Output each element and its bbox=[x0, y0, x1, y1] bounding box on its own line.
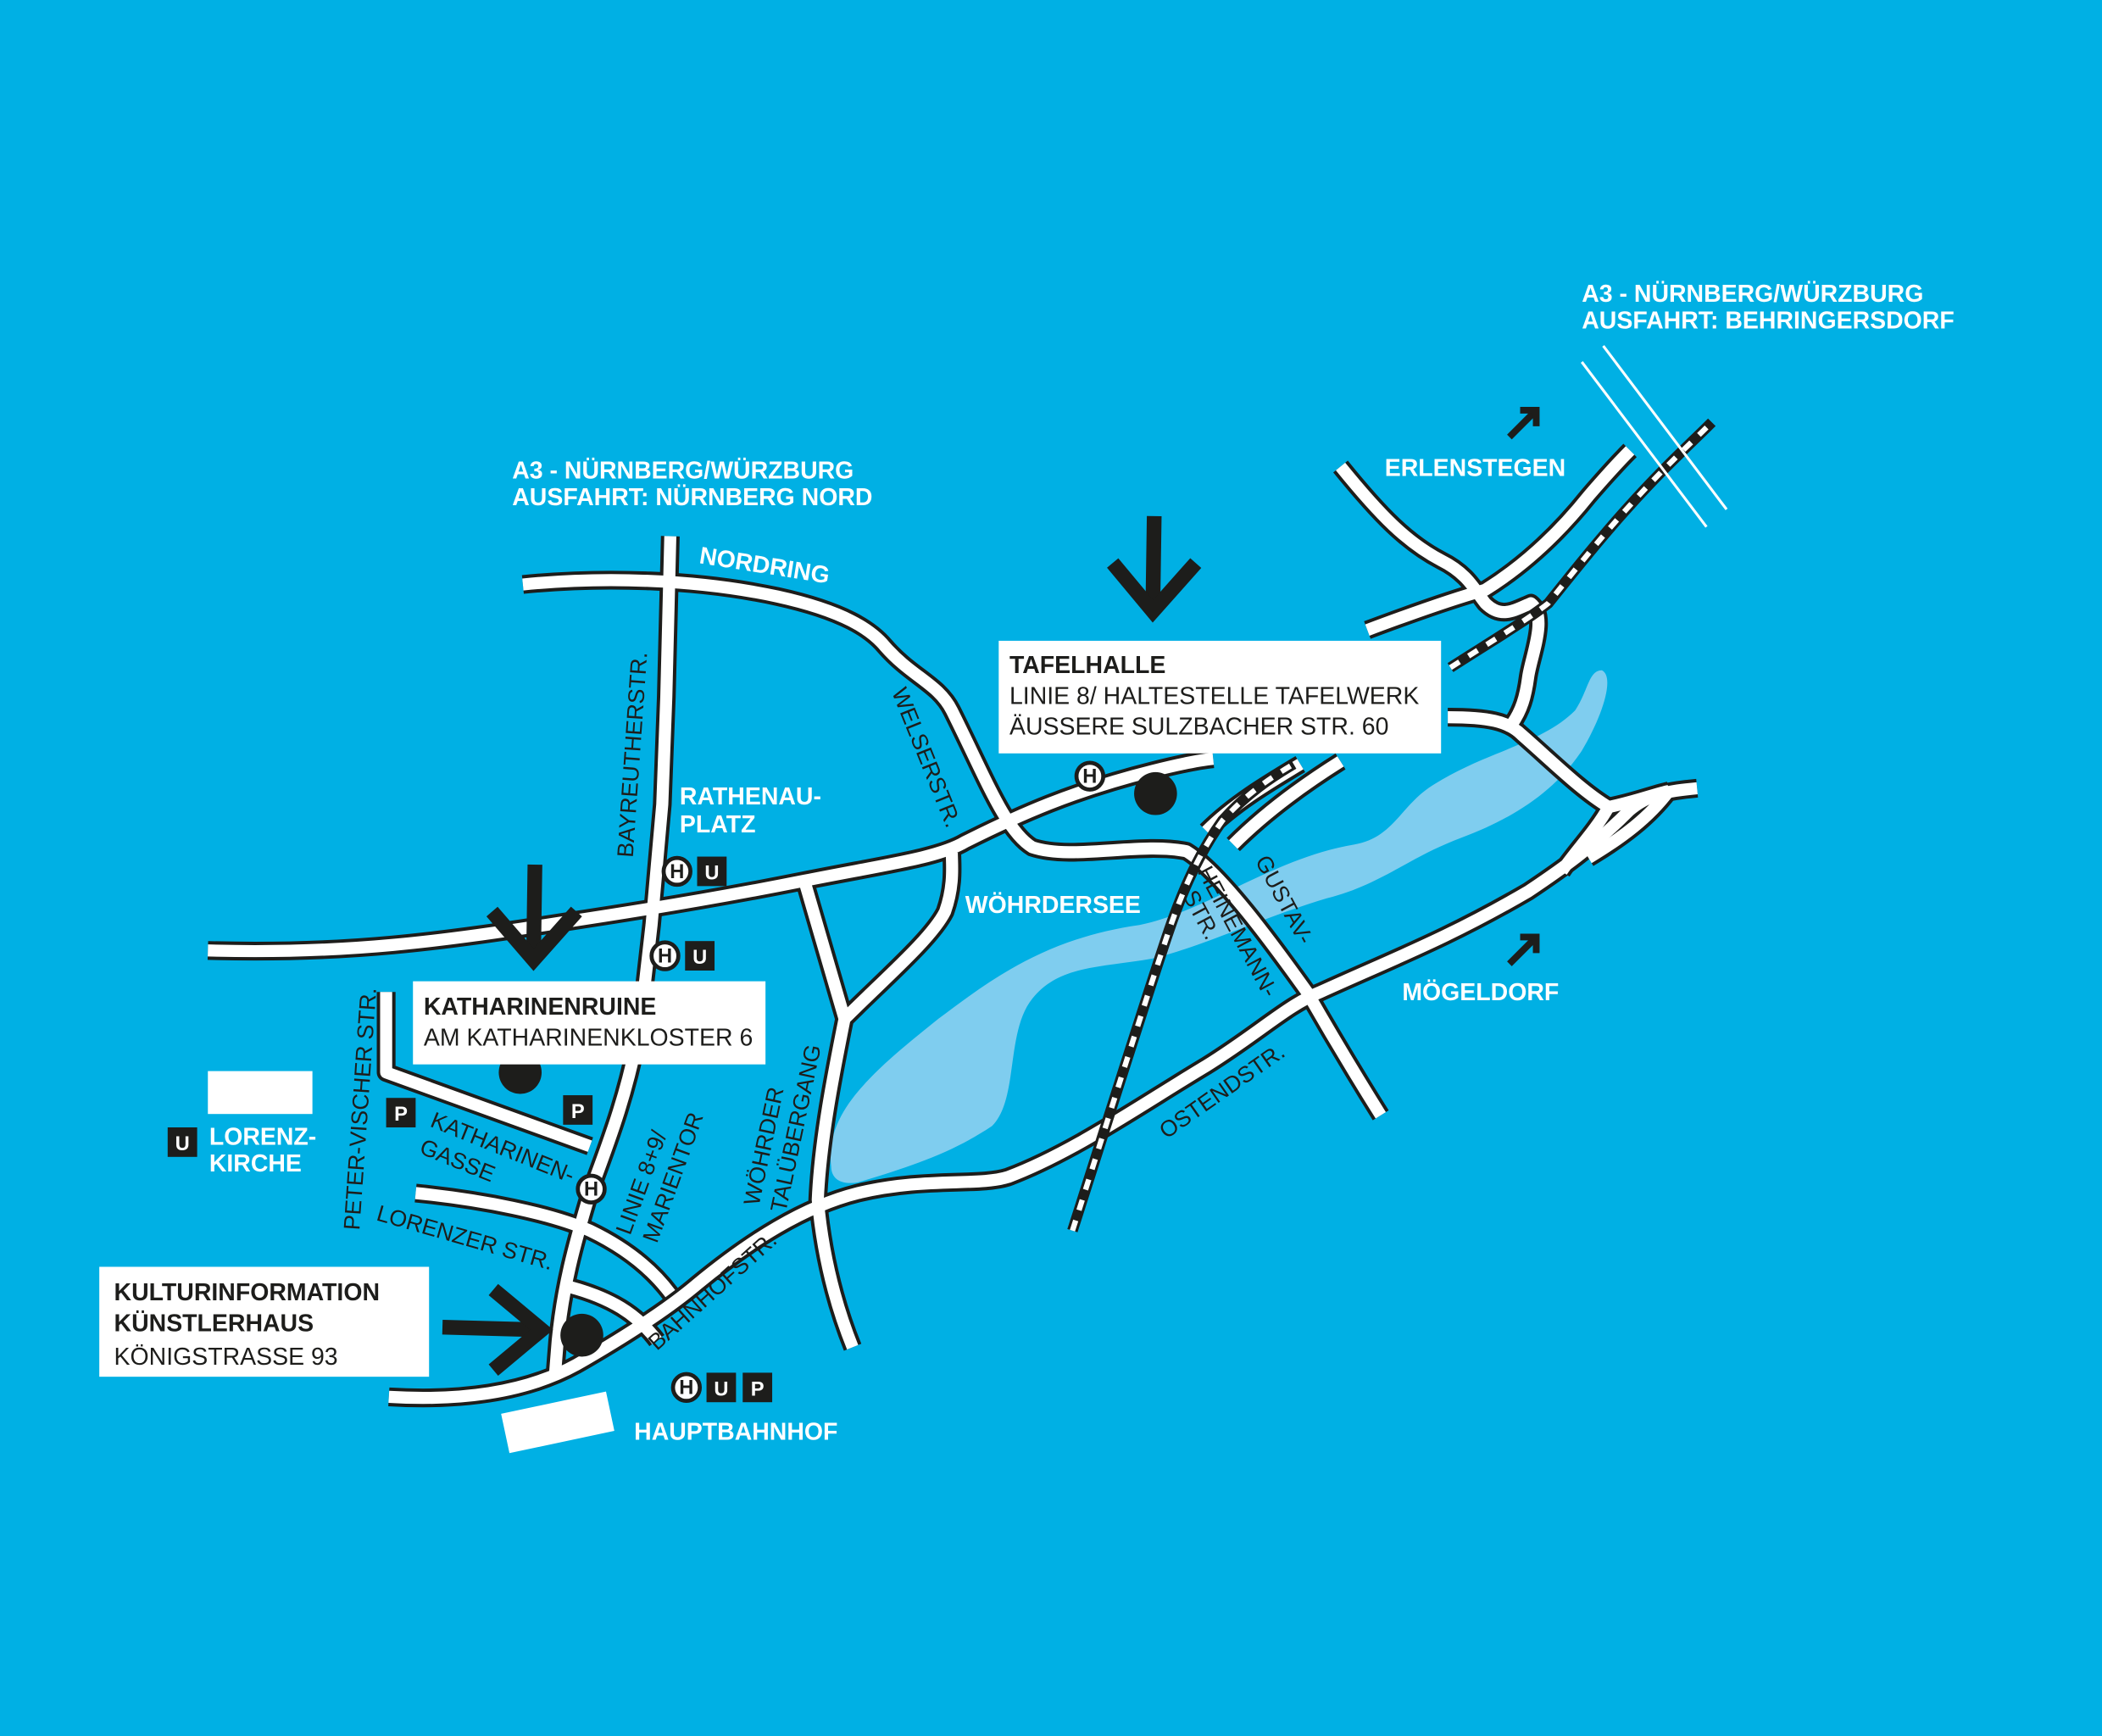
venue-name: TAFELHALLE bbox=[1009, 652, 1165, 679]
highway-east-label: A3 - NÜRNBERG/WÜRZBURG bbox=[1582, 281, 1923, 308]
subway-badge[interactable]: U bbox=[706, 1372, 737, 1403]
tafelhalle-location-dot[interactable] bbox=[1134, 771, 1177, 815]
woehrdersee-lake bbox=[830, 670, 1608, 1183]
venue-address: AM KATHARINENKLOSTER 6 bbox=[424, 1025, 753, 1052]
subway-badge[interactable]: U bbox=[697, 856, 727, 887]
district-erlenstegen: ERLENSTEGEN bbox=[1385, 454, 1565, 481]
tram-stop-badge[interactable]: H bbox=[670, 1372, 703, 1404]
arrow-northeast-icon bbox=[1507, 406, 1540, 440]
rathenauplatz-label-2: PLATZ bbox=[680, 811, 756, 838]
subway-icon: U bbox=[704, 862, 719, 884]
tram-stop-badge[interactable]: H bbox=[661, 855, 692, 887]
road bbox=[840, 852, 959, 1023]
tram-stop-icon: H bbox=[679, 1377, 693, 1399]
katharinenruine-info-box[interactable]: KATHARINENRUINE AM KATHARINENKLOSTER 6 bbox=[413, 981, 766, 1065]
lorenzkirche-label-2: KIRCHE bbox=[209, 1150, 302, 1177]
subway-badge[interactable]: U bbox=[685, 941, 715, 971]
road bbox=[1336, 462, 1545, 728]
highway-east-exit: AUSFAHRT: BEHRINGERSDORF bbox=[1582, 307, 1954, 334]
tram-stop-icon: H bbox=[658, 945, 672, 967]
highway-lines bbox=[1580, 345, 1728, 528]
venue-address: KÖNIGSTRASSE 93 bbox=[114, 1344, 338, 1371]
road bbox=[1585, 787, 1674, 864]
road bbox=[380, 992, 592, 1152]
hauptbahnhof-label: HAUPTBAHNHOF bbox=[634, 1418, 837, 1445]
venue-transit: LINIE 8/ HALTESTELLE TAFELWERK bbox=[1009, 682, 1419, 709]
subway-badge[interactable]: U bbox=[167, 1127, 197, 1157]
tram-stop-badge[interactable]: H bbox=[576, 1173, 607, 1205]
road bbox=[568, 1281, 662, 1344]
highway-north-exit: AUSFAHRT: NÜRNBERG NORD bbox=[512, 484, 872, 511]
road bbox=[522, 574, 1387, 1119]
parking-icon: P bbox=[751, 1378, 765, 1400]
woehrdersee-label: WÖHRDERSEE bbox=[965, 892, 1141, 919]
parking-badge[interactable]: P bbox=[563, 1095, 593, 1125]
subway-icon: U bbox=[714, 1378, 728, 1400]
railway bbox=[1067, 418, 1716, 1232]
road bbox=[388, 782, 1698, 1405]
parking-icon: P bbox=[571, 1101, 585, 1123]
road bbox=[1448, 710, 1615, 875]
arrow-northeast-icon bbox=[1507, 933, 1540, 966]
kulturinfo-location-dot[interactable] bbox=[560, 1313, 603, 1357]
arrow-right-icon bbox=[442, 1283, 553, 1376]
highway-north-label: A3 - NÜRNBERG/WÜRZBURG bbox=[512, 458, 854, 485]
district-moegeldorf: MÖGELDORF bbox=[1402, 979, 1559, 1006]
subway-icon: U bbox=[175, 1133, 190, 1155]
venue-name-2: KÜNSTLERHAUS bbox=[114, 1310, 314, 1337]
roads bbox=[207, 443, 1699, 1408]
tram-stop-badge[interactable]: H bbox=[649, 940, 681, 971]
lorenzkirche-label: LORENZ- bbox=[209, 1124, 316, 1151]
lorenzkirche-building bbox=[208, 1071, 313, 1115]
tram-stop-icon: H bbox=[670, 861, 684, 883]
parking-badge[interactable]: P bbox=[386, 1098, 416, 1128]
venue-name: KATHARINENRUINE bbox=[424, 993, 657, 1021]
venue-address: ÄUSSERE SULZBACHER STR. 60 bbox=[1009, 714, 1388, 741]
rathenauplatz-label: RATHENAU- bbox=[680, 783, 821, 810]
road bbox=[1365, 446, 1635, 636]
tram-stop-icon: H bbox=[584, 1179, 598, 1201]
tafelhalle-info-box[interactable]: TAFELHALLE LINIE 8/ HALTESTELLE TAFELWER… bbox=[998, 640, 1442, 754]
road bbox=[1229, 756, 1344, 849]
road bbox=[798, 879, 859, 1350]
subway-icon: U bbox=[692, 947, 707, 969]
parking-badge[interactable]: P bbox=[742, 1372, 773, 1403]
arrow-down-icon bbox=[1107, 515, 1202, 623]
kulturinfo-info-box[interactable]: KULTURINFORMATION KÜNSTLERHAUS KÖNIGSTRA… bbox=[99, 1266, 430, 1377]
tram-stop-badge[interactable]: H bbox=[1074, 760, 1106, 792]
road bbox=[414, 1187, 676, 1298]
tram-stop-icon: H bbox=[1082, 766, 1097, 788]
venue-name: KULTURINFORMATION bbox=[114, 1279, 380, 1306]
parking-icon: P bbox=[394, 1104, 408, 1126]
hauptbahnhof-building bbox=[501, 1391, 614, 1454]
road bbox=[208, 753, 1215, 958]
arrow-down-icon bbox=[486, 864, 582, 971]
